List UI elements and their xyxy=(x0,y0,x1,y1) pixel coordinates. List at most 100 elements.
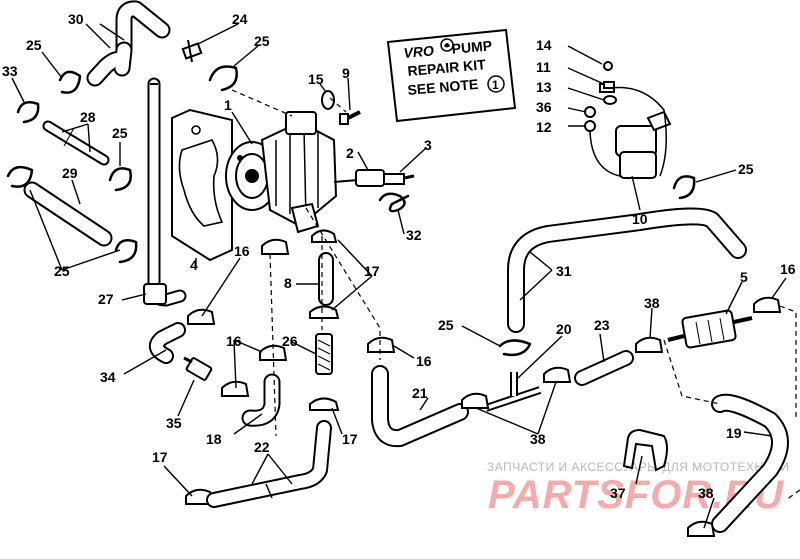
clamp-38-upper xyxy=(635,336,664,353)
clip-33 xyxy=(16,101,40,124)
clip-25-left xyxy=(6,165,34,188)
clamp-16-mid xyxy=(259,344,288,361)
clip-25-bottom xyxy=(498,339,532,357)
callout-33: 33 xyxy=(2,63,18,79)
note-box-frame xyxy=(386,28,517,123)
callout-labels: 30 24 25 25 33 15 9 1 28 25 29 2 3 32 25… xyxy=(2,11,796,501)
callout-15: 15 xyxy=(308,71,324,87)
dashed-line-left xyxy=(269,253,277,437)
clamp-16-valve xyxy=(221,380,250,397)
clip-25-mid xyxy=(108,167,132,192)
clip-25-top xyxy=(208,65,238,92)
callout-17: 17 xyxy=(152,449,168,465)
callout-18: 18 xyxy=(206,431,222,447)
callout-22: 22 xyxy=(254,439,270,455)
callout-26: 26 xyxy=(282,333,298,349)
callout-31: 31 xyxy=(556,263,572,279)
callout-35: 35 xyxy=(166,415,182,431)
inline-filter-26 xyxy=(315,333,333,375)
callout-2: 2 xyxy=(346,145,354,161)
callout-32: 32 xyxy=(406,227,422,243)
callout-16: 16 xyxy=(234,243,250,259)
dashed-line-right xyxy=(305,207,381,360)
clamp-38-mid xyxy=(543,366,572,383)
callout-38: 38 xyxy=(644,295,660,311)
fitting-2-3 xyxy=(333,169,415,187)
callout-24: 24 xyxy=(232,11,248,27)
note-circle-icon xyxy=(487,75,505,93)
clamp-17-lower xyxy=(309,397,340,411)
parts-drawing xyxy=(6,0,800,537)
leader-lines xyxy=(11,23,787,529)
callout-25: 25 xyxy=(54,263,70,279)
tube-28 xyxy=(42,120,110,166)
callout-16: 16 xyxy=(226,333,242,349)
washer-15 xyxy=(321,90,335,110)
callout-25: 25 xyxy=(254,33,270,49)
hose-30 xyxy=(86,0,171,87)
hose-31 xyxy=(507,207,747,333)
clamp-17-middle xyxy=(309,305,340,319)
callout-17: 17 xyxy=(364,263,380,279)
callout-37: 37 xyxy=(610,485,626,501)
elbow-34 xyxy=(148,322,186,364)
callout-10: 10 xyxy=(632,211,648,227)
fitting-24 xyxy=(181,39,203,63)
callout-9: 9 xyxy=(342,65,350,81)
fasteners-11-14 xyxy=(584,61,617,132)
callout-34: 34 xyxy=(100,369,116,385)
clamp-17-upper xyxy=(311,229,338,243)
callout-29: 29 xyxy=(62,165,78,181)
callout-25: 25 xyxy=(112,125,128,141)
watermark-tagline: ЗАПЧАСТИ И АКСЕССУАРЫ ДЛЯ МОТОТЕХНИКИ xyxy=(487,460,789,474)
dashed-line-screw xyxy=(329,97,347,113)
screw-9 xyxy=(339,110,361,125)
note-pump-word: PUMP xyxy=(451,37,493,56)
callout-21: 21 xyxy=(412,385,428,401)
note-circle-number: 1 xyxy=(492,78,499,92)
pipe-27 xyxy=(143,77,187,307)
callout-30: 30 xyxy=(68,11,84,27)
hose-18 xyxy=(241,373,281,427)
valve-35 xyxy=(183,356,213,381)
callout-38: 38 xyxy=(698,485,714,501)
clip-25-low xyxy=(114,239,138,264)
callout-13: 13 xyxy=(536,79,552,95)
tee-fitting-20 xyxy=(484,372,542,412)
callout-25: 25 xyxy=(438,317,454,333)
vro-badge-icon xyxy=(440,38,454,52)
dashed-line-far-right xyxy=(779,305,800,501)
fuel-pump-1 xyxy=(225,111,338,234)
callout-1: 1 xyxy=(224,97,232,113)
callout-5: 5 xyxy=(740,269,748,285)
clamp-16-far-right xyxy=(753,296,782,313)
callout-38: 38 xyxy=(530,431,546,447)
electric-pump-10 xyxy=(589,83,672,179)
hose-21 xyxy=(371,365,469,448)
callout-27: 27 xyxy=(98,291,114,307)
clip-32 xyxy=(378,192,410,213)
clamp-16-left xyxy=(187,308,216,325)
callout-19: 19 xyxy=(726,425,742,441)
note-line-2: REPAIR KIT xyxy=(407,56,487,79)
callout-25: 25 xyxy=(738,161,754,177)
hose-29 xyxy=(23,181,113,247)
dashed-line-filter xyxy=(663,339,721,405)
hose-23 xyxy=(574,350,634,386)
callout-12: 12 xyxy=(536,119,552,135)
fuel-filter-5 xyxy=(667,309,753,349)
clamp-16-right xyxy=(367,336,396,353)
callout-14: 14 xyxy=(536,37,552,53)
hose-22 xyxy=(206,420,332,508)
callout-28: 28 xyxy=(80,109,96,125)
bracket-4 xyxy=(171,108,233,262)
note-line-3: SEE NOTE xyxy=(407,76,479,98)
clamp-38-bottom xyxy=(687,520,716,537)
bracket-37 xyxy=(622,428,668,472)
callout-20: 20 xyxy=(556,321,572,337)
callout-8: 8 xyxy=(284,275,292,291)
